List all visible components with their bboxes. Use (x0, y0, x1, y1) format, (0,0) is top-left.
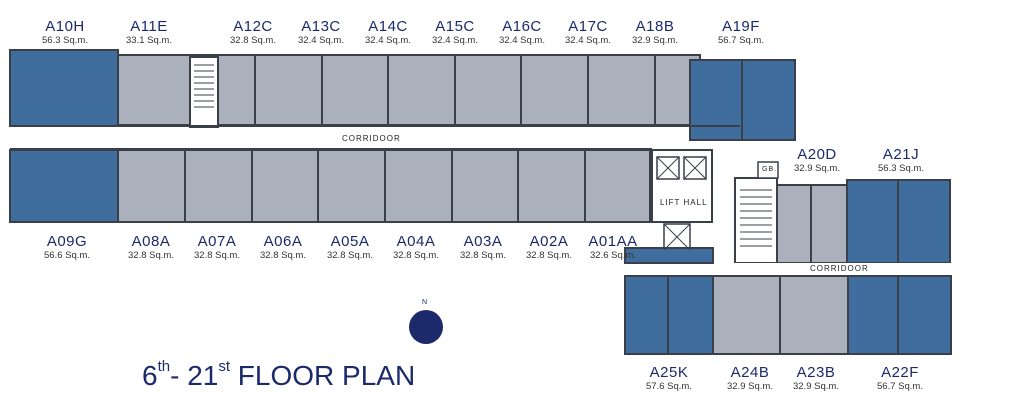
unit-label-a21j: A21J 56.3 Sq.m. (856, 146, 946, 175)
unit-label-a08a: A08A 32.8 Sq.m. (106, 233, 196, 262)
unit-label-a02a: A02A 32.8 Sq.m. (504, 233, 594, 262)
unit-code: A23B (796, 364, 836, 381)
unit-area: 32.4 Sq.m. (565, 35, 611, 46)
unit-code: A25K (649, 364, 689, 381)
unit-code: A14C (368, 18, 408, 35)
unit-label-a05a: A05A 32.8 Sq.m. (305, 233, 395, 262)
unit-area: 32.4 Sq.m. (298, 35, 344, 46)
unit-code: A19F (722, 18, 760, 35)
unit-code: A07A (197, 233, 237, 250)
unit-code: A18B (635, 18, 675, 35)
unit-label-a10h: A10H 56.3 Sq.m. (20, 18, 110, 47)
unit-area: 56.3 Sq.m. (42, 35, 88, 46)
floor-to-sup: st (218, 358, 231, 375)
unit-area: 32.8 Sq.m. (194, 250, 240, 261)
unit-label-a19f: A19F 56.7 Sq.m. (696, 18, 786, 47)
floor-plan-title: 6th- 21st FLOOR PLAN (142, 358, 415, 392)
compass (409, 310, 443, 344)
unit-code: A11E (130, 18, 168, 35)
unit-label-a20d: A20D 32.9 Sq.m. (772, 146, 862, 175)
unit-code: A22F (881, 364, 919, 381)
unit-area: 32.9 Sq.m. (727, 381, 773, 392)
unit-label-a03a: A03A 32.8 Sq.m. (438, 233, 528, 262)
unit-code: A24B (730, 364, 770, 381)
unit-area: 32.8 Sq.m. (526, 250, 572, 261)
unit-code: A21J (882, 146, 920, 163)
north-label: N (422, 299, 428, 306)
unit-area: 32.8 Sq.m. (230, 35, 276, 46)
unit-label-a14c: A14C 32.4 Sq.m. (343, 18, 433, 47)
unit-area: 32.9 Sq.m. (793, 381, 839, 392)
unit-code: A13C (301, 18, 341, 35)
unit-label-a18b: A18B 32.9 Sq.m. (610, 18, 700, 47)
unit-code: A04A (396, 233, 436, 250)
unit-code: A12C (233, 18, 273, 35)
unit-label-a15c: A15C 32.4 Sq.m. (410, 18, 500, 47)
unit-area: 56.3 Sq.m. (878, 163, 924, 174)
unit-area: 32.4 Sq.m. (499, 35, 545, 46)
unit-code: A05A (330, 233, 370, 250)
lift-hall-label: LIFT HALL (660, 198, 708, 207)
unit-code: A10H (45, 18, 85, 35)
unit-code: A01AA (588, 233, 638, 250)
unit-code: A09G (46, 233, 88, 250)
unit-area: 56.7 Sq.m. (877, 381, 923, 392)
unit-code: A16C (502, 18, 542, 35)
unit-area: 32.8 Sq.m. (393, 250, 439, 261)
unit-label-a07a: A07A 32.8 Sq.m. (172, 233, 262, 262)
unit-code: A02A (529, 233, 569, 250)
unit-area: 32.8 Sq.m. (128, 250, 174, 261)
unit-code: A03A (463, 233, 503, 250)
floor-from-sup: th (157, 358, 171, 375)
unit-label-a09g: A09G 56.6 Sq.m. (22, 233, 112, 262)
unit-label-a13c: A13C 32.4 Sq.m. (276, 18, 366, 47)
corridor-main-label: CORRIDOOR (340, 134, 403, 143)
unit-label-a01aa: A01AA 32.6 Sq.m. (568, 233, 658, 262)
unit-area: 32.8 Sq.m. (460, 250, 506, 261)
unit-area: 56.6 Sq.m. (44, 250, 90, 261)
unit-label-a04a: A04A 32.8 Sq.m. (371, 233, 461, 262)
unit-area: 33.1 Sq.m. (126, 35, 172, 46)
unit-label-a06a: A06A 32.8 Sq.m. (238, 233, 328, 262)
unit-label-a23b: A23B 32.9 Sq.m. (771, 364, 861, 393)
floor-dash-to: - 21 (170, 360, 219, 391)
floor-plan-text: FLOOR PLAN (237, 360, 416, 391)
corridor-east-label: CORRIDOOR (808, 264, 871, 273)
unit-area: 32.9 Sq.m. (794, 163, 840, 174)
unit-label-a12c: A12C 32.8 Sq.m. (208, 18, 298, 47)
unit-area: 32.9 Sq.m. (632, 35, 678, 46)
unit-area: 32.4 Sq.m. (365, 35, 411, 46)
unit-label-a17c: A17C 32.4 Sq.m. (543, 18, 633, 47)
unit-area: 32.8 Sq.m. (327, 250, 373, 261)
unit-area: 32.8 Sq.m. (260, 250, 306, 261)
unit-code: A15C (435, 18, 475, 35)
unit-code: A17C (568, 18, 608, 35)
unit-area: 56.7 Sq.m. (718, 35, 764, 46)
unit-area: 57.6 Sq.m. (646, 381, 692, 392)
unit-code: A06A (263, 233, 303, 250)
unit-area: 32.6 Sq.m. (590, 250, 636, 261)
unit-label-a16c: A16C 32.4 Sq.m. (477, 18, 567, 47)
unit-label-a22f: A22F 56.7 Sq.m. (855, 364, 945, 393)
unit-label-a25k: A25K 57.6 Sq.m. (624, 364, 714, 393)
unit-label-a24b: A24B 32.9 Sq.m. (705, 364, 795, 393)
unit-area: 32.4 Sq.m. (432, 35, 478, 46)
unit-code: A20D (797, 146, 837, 163)
unit-label-a11e: A11E 33.1 Sq.m. (104, 18, 194, 47)
floor-from: 6 (142, 360, 158, 391)
unit-code: A08A (131, 233, 171, 250)
garbage-label: GB. (762, 166, 778, 173)
